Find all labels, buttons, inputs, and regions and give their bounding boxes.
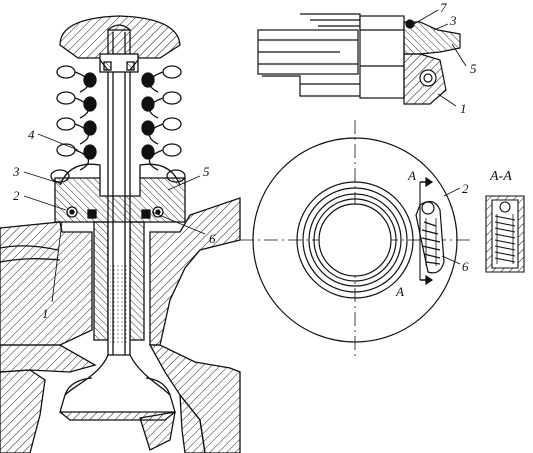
inner-spring — [83, 72, 155, 160]
label-part-2: 2 — [13, 188, 20, 203]
label-section-a-top: A — [407, 168, 416, 183]
label-part-4: 4 — [28, 127, 35, 142]
label-plan-6: 6 — [462, 259, 469, 274]
section-a-a-detail — [485, 195, 525, 273]
label-section-a-bottom: A — [395, 284, 404, 299]
cylinder-head-body — [0, 197, 241, 453]
spring-retainer-cap — [59, 15, 181, 73]
section-a-a-title: А-А — [489, 169, 512, 184]
label-top-5: 5 — [470, 61, 477, 76]
housing-side-section — [257, 9, 467, 107]
valve-head — [59, 354, 176, 451]
label-part-6: 6 — [209, 231, 216, 246]
label-top-3: 3 — [449, 13, 457, 28]
plan-view — [240, 120, 470, 360]
label-top-1: 1 — [460, 101, 467, 116]
cross-section-view — [0, 15, 241, 453]
label-part-5: 5 — [203, 164, 210, 179]
rotator-housing — [54, 163, 186, 223]
label-part-1: 1 — [42, 306, 49, 321]
label-top-7: 7 — [440, 0, 447, 15]
label-plan-2: 2 — [462, 181, 469, 196]
label-part-3: 3 — [12, 164, 20, 179]
leader-lines-left — [23, 133, 206, 303]
valve-stem — [107, 24, 131, 361]
